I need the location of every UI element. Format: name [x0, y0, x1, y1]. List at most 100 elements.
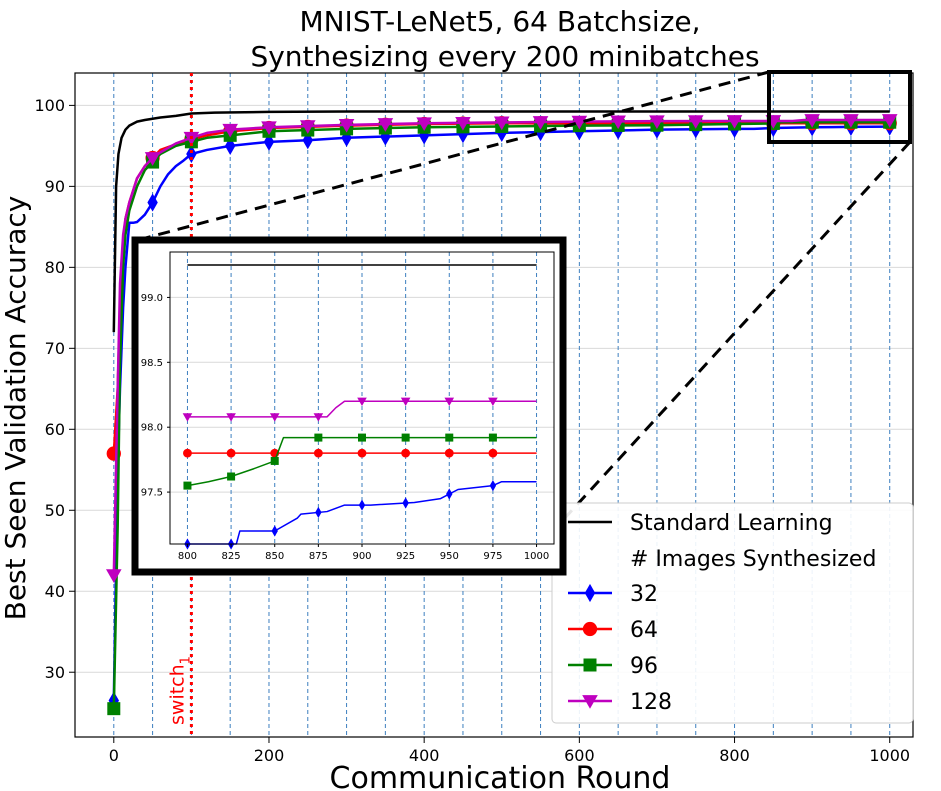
x-tick-label: 850 — [265, 551, 284, 562]
data-point — [313, 413, 324, 422]
legend-marker — [582, 695, 598, 709]
main-x-ticks: 0 200 400 600 800 1000 — [109, 737, 910, 765]
x-tick-label: 975 — [483, 551, 502, 562]
data-point — [107, 702, 121, 716]
legend-frame — [551, 502, 914, 724]
data-point — [182, 413, 193, 422]
data-point — [144, 152, 161, 166]
x-tick-label: 800 — [178, 551, 197, 562]
y-tick-label: 98.0 — [141, 423, 163, 434]
legend-marker — [582, 621, 598, 637]
data-point — [147, 193, 158, 212]
data-point — [455, 116, 471, 131]
data-point — [446, 488, 453, 500]
data-point — [227, 472, 236, 481]
data-point — [444, 448, 454, 458]
data-point — [804, 114, 820, 128]
data-point — [532, 116, 549, 130]
data-point — [726, 115, 743, 129]
legend-series-entries: 32 64 96 128 — [568, 582, 672, 715]
x-tick-label: 0 — [109, 746, 119, 765]
x-tick-label: 1000 — [869, 746, 910, 765]
legend-marker — [584, 583, 596, 603]
y-tick-label: 97.5 — [141, 488, 163, 499]
data-point — [358, 433, 366, 442]
x-axis-label: Communication Round — [330, 761, 671, 791]
y-tick-label: 98.5 — [141, 358, 163, 369]
data-point — [357, 448, 367, 458]
switch-label: switch1 — [166, 656, 193, 725]
inset-frame — [131, 236, 567, 576]
legend: Standard Learning # Images Synthesized 3… — [551, 502, 914, 724]
data-point — [315, 506, 322, 519]
data-point — [571, 115, 588, 130]
y-tick-label: 99.0 — [141, 293, 163, 304]
y-tick-label: 70 — [45, 339, 65, 358]
data-point — [183, 448, 192, 458]
series-line — [187, 436, 537, 487]
series-standard-learning — [112, 110, 890, 333]
main-plot-frame — [74, 72, 914, 738]
legend-entry-64: 64 — [568, 618, 658, 643]
data-point — [270, 456, 279, 465]
x-tick-label: 825 — [222, 551, 241, 562]
data-point — [224, 136, 236, 155]
legend-label: 32 — [630, 582, 658, 607]
data-point — [222, 123, 238, 138]
x-tick-label: 875 — [309, 551, 328, 562]
data-point — [843, 114, 859, 128]
data-point — [299, 120, 316, 134]
switch-annotation: switch1 — [166, 73, 193, 737]
data-point — [183, 481, 192, 490]
y-axis-label: Best Seen Validation Accuracy — [0, 196, 32, 621]
inset-chart: 800 825 850 875 900 925 950 975 1000 97.5 98.0 98.… — [131, 236, 567, 576]
data-point — [401, 433, 410, 442]
zoom-connector-bottom — [561, 140, 912, 522]
data-point — [649, 115, 665, 129]
data-point — [226, 448, 236, 458]
x-tick-label: 950 — [440, 551, 459, 562]
data-point — [358, 499, 366, 511]
legend-entry-128: 128 — [568, 690, 672, 715]
data-point — [401, 448, 411, 458]
data-point — [226, 413, 236, 422]
data-point — [400, 397, 411, 407]
inset-x-ticks: 800 825 850 875 900 925 950 975 1000 — [178, 544, 549, 562]
series-line — [112, 120, 890, 709]
data-point — [881, 114, 898, 128]
x-tick-label: 1000 — [524, 551, 549, 562]
y-tick-label: 60 — [45, 420, 65, 439]
y-tick-label: 40 — [45, 582, 65, 601]
data-point — [687, 115, 704, 129]
legend-label: 64 — [630, 618, 658, 643]
x-tick-label: 600 — [564, 746, 595, 765]
data-point — [186, 144, 197, 164]
series-line — [187, 400, 537, 418]
data-point — [313, 448, 323, 458]
y-tick-label: 100 — [34, 96, 65, 115]
x-tick-label: 925 — [396, 551, 415, 562]
legend-entry-32: 32 — [568, 582, 658, 607]
data-point — [269, 413, 280, 422]
x-tick-label: 400 — [409, 746, 440, 765]
series-96 — [183, 433, 537, 490]
legend-entry-standard-learning: Standard Learning — [568, 511, 833, 536]
series-128 — [182, 397, 537, 422]
series-line — [112, 118, 890, 576]
zoom-connector-top — [137, 70, 770, 242]
data-point — [402, 497, 409, 509]
series-line — [112, 110, 890, 333]
series-64 — [183, 448, 537, 458]
x-tick-label: 200 — [254, 746, 285, 765]
x-tick-label: 900 — [352, 551, 371, 562]
legend-label: Standard Learning — [630, 511, 833, 536]
legend-entry-96: 96 — [568, 654, 658, 679]
data-point — [493, 116, 510, 131]
data-point — [105, 569, 122, 583]
data-point — [271, 525, 278, 537]
legend-header: # Images Synthesized — [630, 547, 876, 572]
data-point — [488, 433, 497, 442]
x-tick-label: 800 — [719, 746, 750, 765]
